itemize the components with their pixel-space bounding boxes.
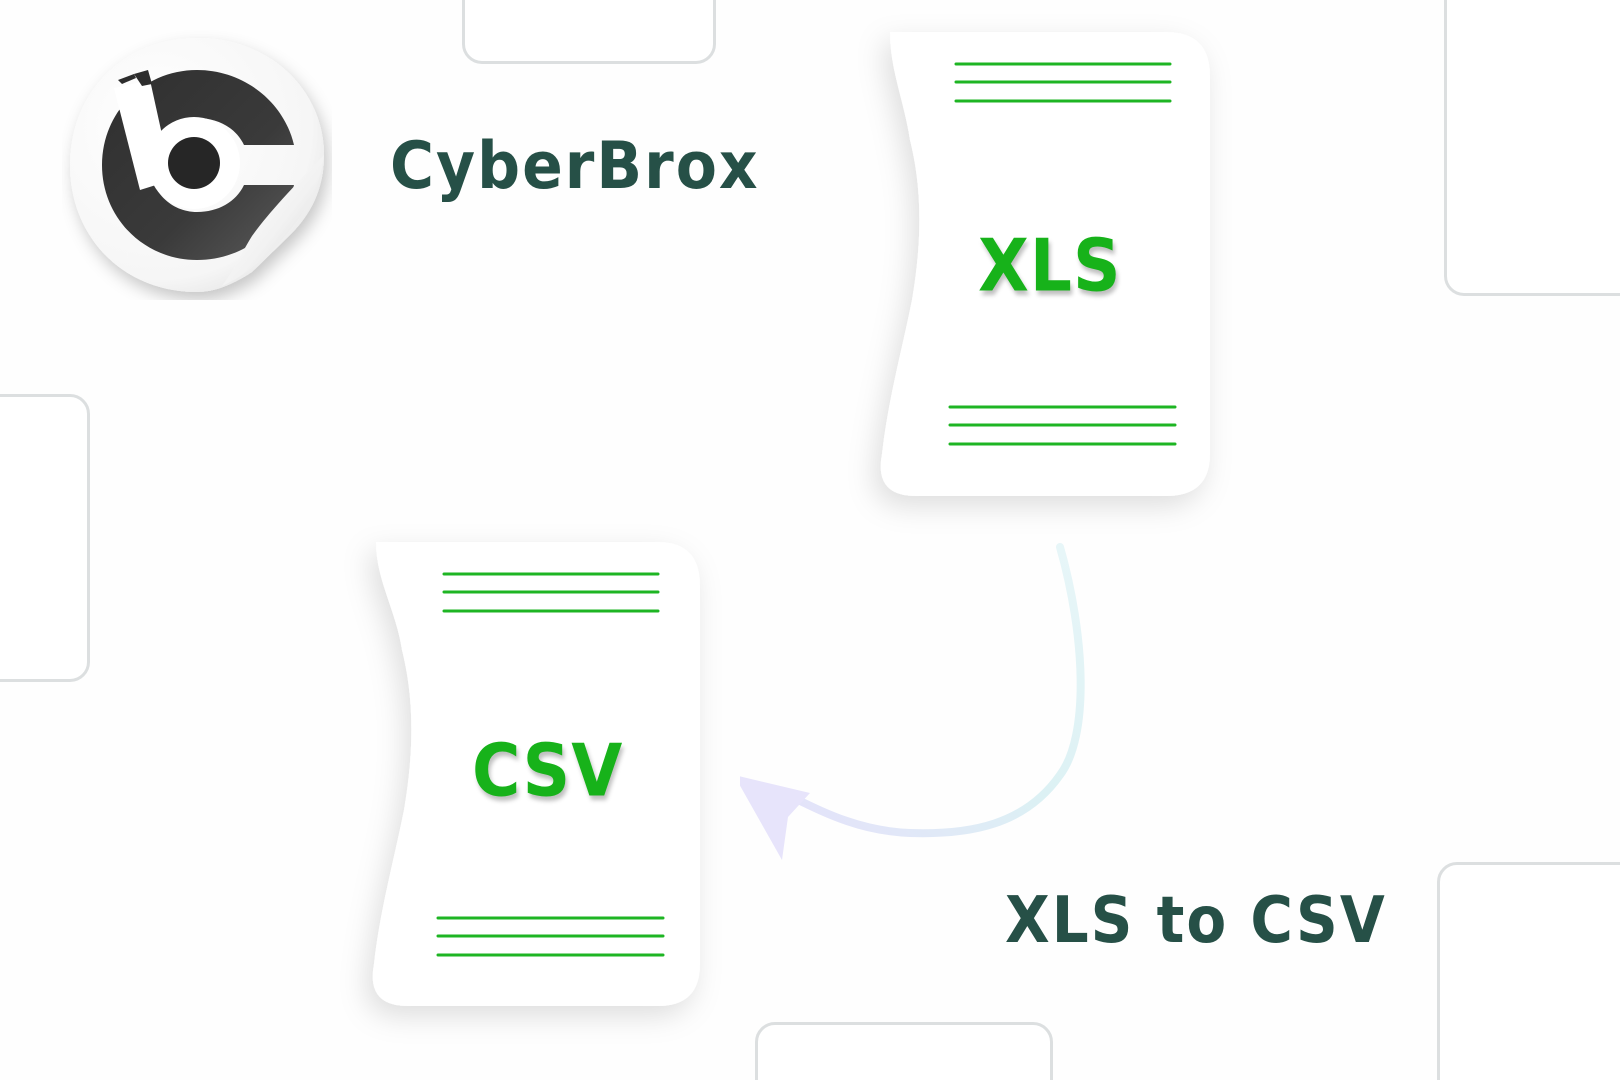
xls-label: XLS (978, 223, 1122, 309)
decorative-frame-left (0, 394, 90, 682)
conversion-arrow (734, 535, 1090, 865)
source-document-xls: XLS (880, 30, 1210, 500)
cyberbrox-sticker-logo-icon (70, 38, 324, 292)
curved-arrow-icon (734, 543, 1085, 860)
conversion-caption: XLS to CSV (1005, 882, 1387, 958)
cyberbrox-logo (62, 30, 332, 300)
document-icon (372, 542, 700, 1006)
decorative-frame-top (462, 0, 716, 64)
decorative-frame-top-right (1444, 0, 1620, 296)
target-document-csv: CSV (372, 540, 702, 1010)
decorative-frame-bottom-right (1437, 862, 1620, 1080)
brand-name: CyberBrox (390, 128, 760, 205)
document-icon (880, 32, 1210, 496)
decorative-frame-bottom (755, 1022, 1053, 1080)
csv-label: CSV (472, 728, 624, 814)
